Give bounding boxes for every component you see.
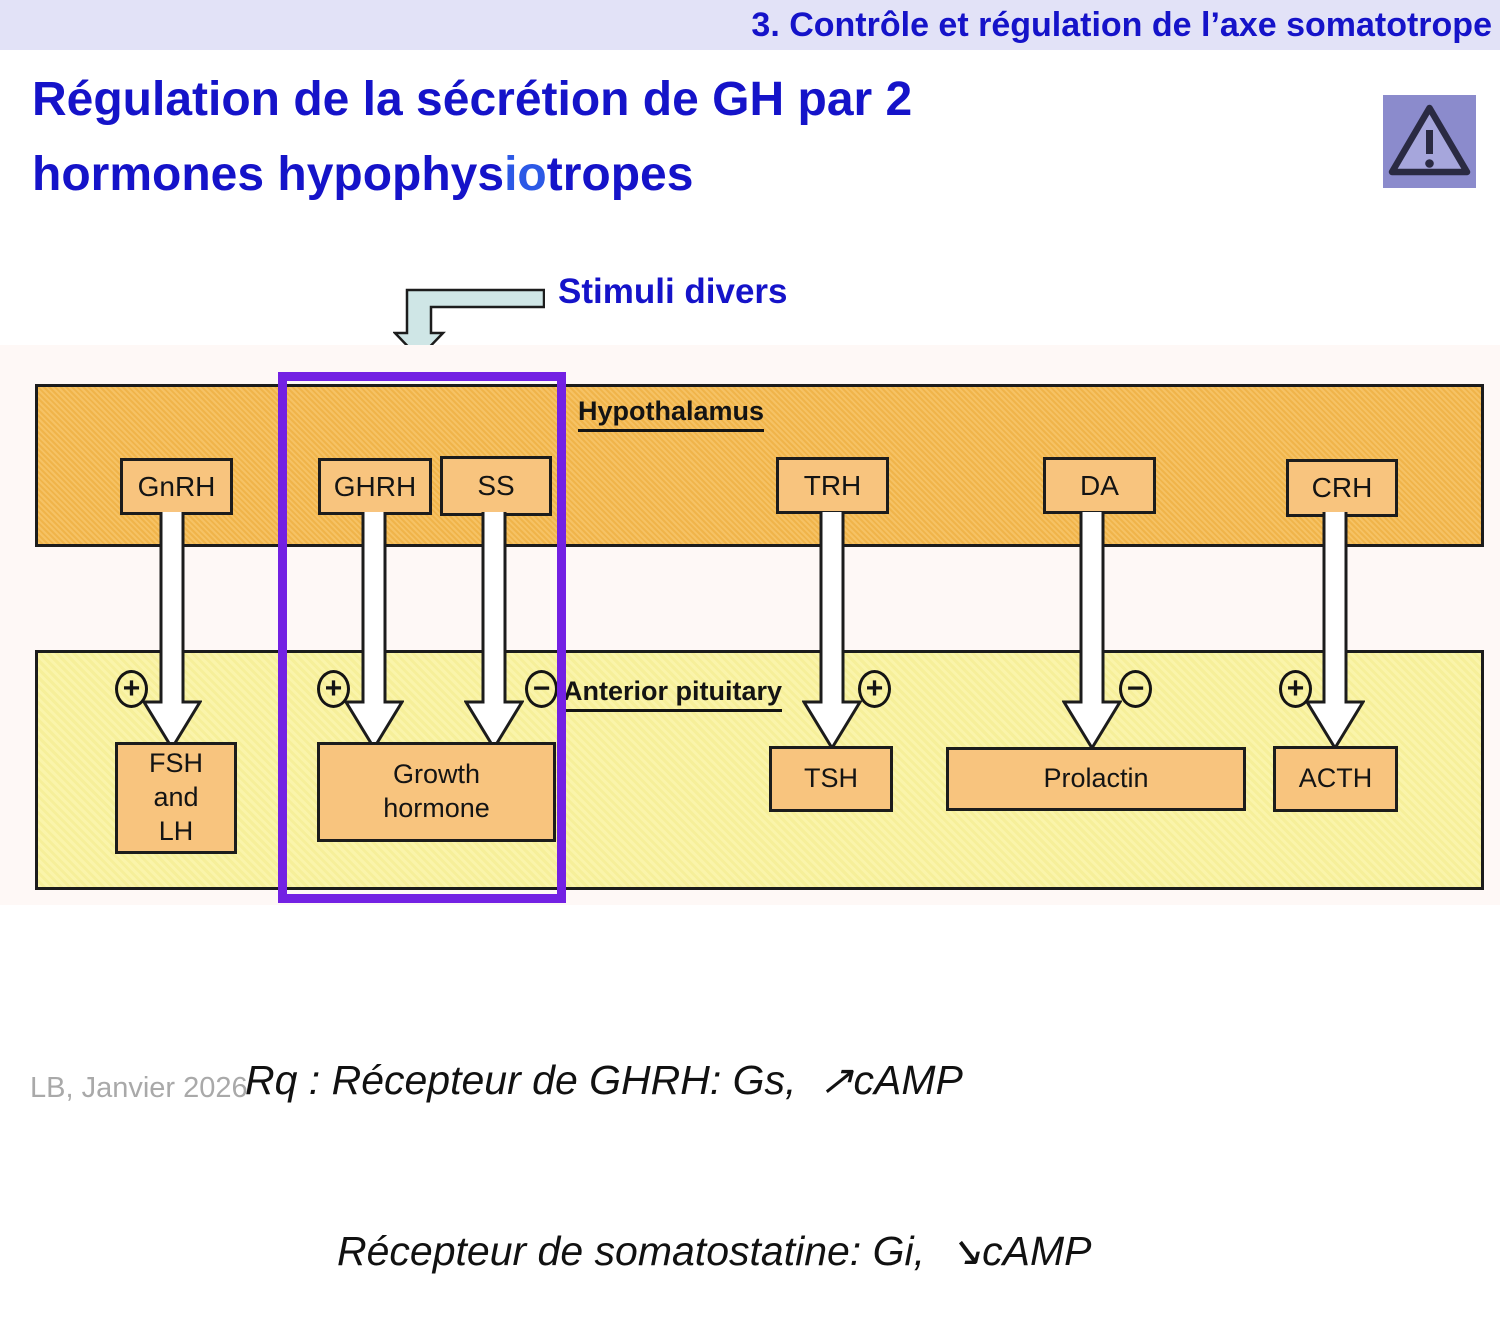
box-tsh: TSH: [769, 746, 893, 812]
plus-sign-ghrh: +: [317, 670, 350, 708]
anterior-pituitary-label: Anterior pituitary: [563, 676, 783, 712]
box-fsh-lh: FSH and LH: [115, 742, 237, 854]
minus-sign-ss: −: [525, 670, 558, 708]
arrow-trh-to-tsh-icon: [802, 512, 862, 748]
page-title-line2: hormones hypophysiotropes: [32, 148, 694, 201]
remark-line1: Rq : Récepteur de GHRH: Gs, ↗cAMP: [245, 1057, 963, 1103]
arrow-ss-to-gh-icon: [464, 512, 524, 748]
warning-triangle-icon: [1388, 104, 1471, 176]
highlight-rectangle: [278, 372, 566, 903]
minus-sign-da: −: [1119, 670, 1152, 708]
plus-sign-crh: +: [1279, 670, 1312, 708]
arrow-crh-to-acth-icon: [1305, 512, 1365, 748]
box-crh: CRH: [1286, 459, 1398, 517]
box-prolactin: Prolactin: [946, 747, 1246, 811]
box-gnrh: GnRH: [120, 458, 233, 515]
stimuli-label: Stimuli divers: [558, 272, 788, 311]
arrow-ghrh-to-gh-icon: [344, 512, 404, 748]
box-ghrh: GHRH: [318, 458, 432, 515]
section-title: 3. Contrôle et régulation de l’axe somat…: [751, 5, 1492, 44]
plus-sign-trh: +: [858, 670, 891, 708]
remark-note: Rq : Récepteur de GHRH: Gs, ↗cAMP Récept…: [245, 938, 1091, 1337]
plus-sign-gnrh: +: [115, 670, 148, 708]
arrow-da-to-prolactin-icon: [1062, 512, 1122, 748]
box-growth-hormone: Growth hormone: [317, 742, 556, 842]
page-title-line1: Régulation de la sécrétion de GH par 2: [32, 73, 913, 126]
title-highlight: io: [504, 148, 547, 201]
hypothalamus-band: [35, 384, 1484, 547]
box-acth: ACTH: [1273, 746, 1398, 812]
warning-box: [1383, 95, 1476, 188]
box-da: DA: [1043, 457, 1156, 514]
page-title: Régulation de la sécrétion de GH par 2 h…: [32, 62, 912, 212]
footer-credit: LB, Janvier 2026: [30, 1072, 248, 1104]
box-trh: TRH: [776, 457, 889, 514]
header-band: 3. Contrôle et régulation de l’axe somat…: [0, 0, 1500, 50]
hypothalamus-label: Hypothalamus: [578, 396, 765, 432]
arrow-gnrh-to-fsh-lh-icon: [142, 512, 202, 748]
remark-line2: Récepteur de somatostatine: Gi, ↘cAMP: [337, 1228, 1092, 1274]
